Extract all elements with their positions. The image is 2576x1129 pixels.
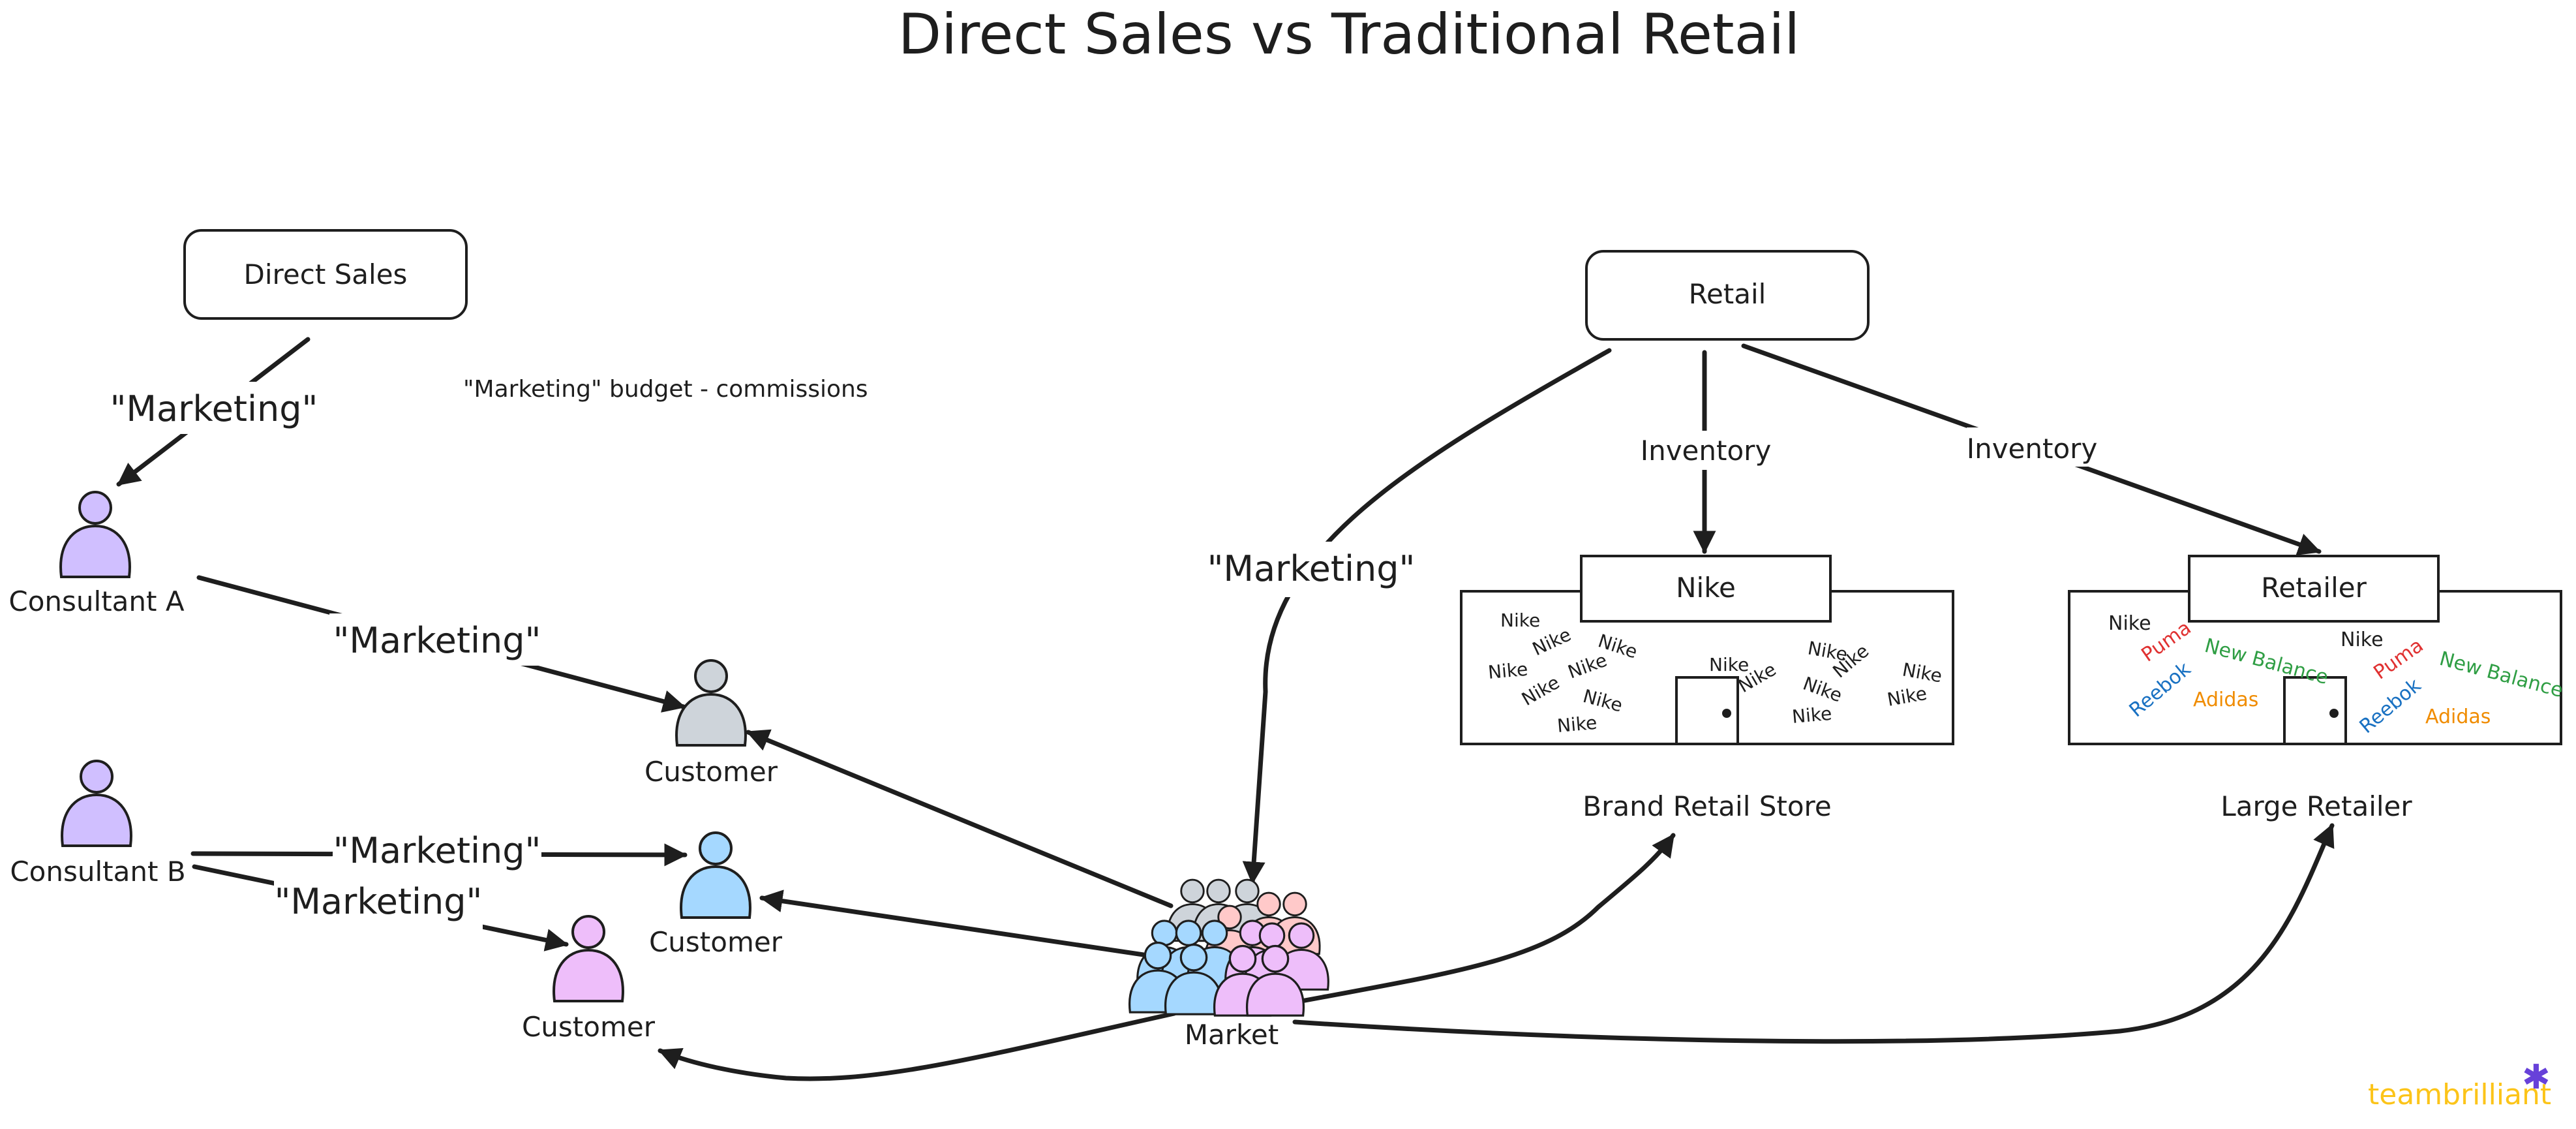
customer-pink: Customer: [522, 915, 656, 1043]
large-retailer-caption: Large Retailer: [2220, 790, 2412, 822]
svg-text:"Marketing": "Marketing": [333, 830, 541, 871]
teambrilliant-logo: teambrilliant ✱: [2368, 1058, 2551, 1111]
direct-sales-box: [183, 229, 468, 320]
consultant-b: Consultant B: [10, 760, 186, 888]
customer-pink-person-icon: [553, 915, 624, 1002]
market-node: Market: [1128, 878, 1329, 1051]
consultant-a-label: Consultant A: [8, 585, 184, 617]
diagram-title: Direct Sales vs Traditional Retail: [898, 2, 1800, 67]
logo-text: teambrilliant: [2368, 1078, 2551, 1111]
nike-stock-item: Nike: [1556, 712, 1598, 737]
svg-text:"Marketing": "Marketing": [110, 388, 318, 429]
large-retailer-sign: [2188, 555, 2440, 623]
customer-gray: Customer: [644, 659, 778, 788]
svg-text:Inventory: Inventory: [1641, 435, 1772, 467]
edges: [116, 337, 2335, 1081]
retail-node: Retail: [1585, 250, 1870, 341]
brand-store-sign-label: Nike: [1676, 572, 1736, 604]
consultant-b-person-icon: [61, 760, 132, 847]
inventory-label-retailer: Inventory: [1967, 427, 2098, 467]
direct-sales-label: Direct Sales: [244, 258, 408, 290]
consultant-a: Consultant A: [8, 491, 185, 617]
market-label: Market: [1185, 1019, 1279, 1051]
svg-text:"Marketing": "Marketing": [333, 620, 541, 661]
customer-gray-label: Customer: [644, 756, 778, 788]
retail-box: [1585, 250, 1870, 341]
nike-stock-item: Nike: [1500, 610, 1540, 631]
svg-text:Inventory: Inventory: [1967, 433, 2098, 465]
large-retailer-door: [2283, 676, 2347, 745]
edge-market-to-customer-pink: [658, 1011, 1177, 1081]
customer-pink-label: Customer: [522, 1011, 656, 1043]
marketing-label-consultant-b-2: "Marketing": [274, 881, 483, 933]
retail-label: Retail: [1689, 278, 1766, 310]
customer-gray-person-icon: [675, 659, 747, 747]
edge-market-to-brand-store: [1296, 833, 1676, 1004]
retailer-stock-adidas: Adidas: [2425, 705, 2491, 728]
edge-market-to-customer-blue: [759, 889, 1146, 957]
brand-store-caption: Brand Retail Store: [1583, 790, 1832, 822]
marketing-label-consultant-b-1: "Marketing": [333, 829, 541, 874]
nike-stock-item: Nike: [1487, 658, 1529, 683]
nike-stock-item: Nike: [1791, 703, 1833, 728]
edge-retail-to-market: [1242, 348, 1612, 885]
consultant-a-person-icon: [59, 491, 131, 578]
direct-sales-node: Direct Sales: [183, 229, 468, 320]
inventory-label-nike: Inventory: [1641, 431, 1772, 470]
nike-stock-item: Nike: [1709, 654, 1749, 675]
marketing-label-consultant-a: "Marketing": [329, 613, 545, 666]
edge-market-to-customer-gray: [746, 729, 1174, 908]
marketing-label-retail: "Marketing": [1207, 542, 1416, 597]
marketing-label-direct: "Marketing": [108, 382, 323, 434]
customer-blue-label: Customer: [649, 926, 783, 958]
consultant-b-label: Consultant B: [10, 856, 185, 888]
logo-star-icon: ✱: [2522, 1058, 2551, 1097]
brand-store-sign: [1580, 555, 1832, 623]
edge-market-to-large-retailer: [1292, 823, 2335, 1044]
retailer-stock-nike: Nike: [2108, 612, 2151, 635]
budget-note: "Marketing" budget - commissions: [463, 376, 868, 403]
svg-text:"Marketing": "Marketing": [1207, 548, 1416, 589]
retailer-stock-adidas: Adidas: [2193, 688, 2258, 711]
brand-store-door-knob: [1722, 709, 1731, 718]
large-retailer-sign-label: Retailer: [2261, 572, 2367, 604]
customer-blue: Customer: [649, 831, 783, 958]
large-retailer-door-knob: [2329, 709, 2339, 718]
svg-text:"Marketing": "Marketing": [275, 881, 483, 922]
customer-blue-person-icon: [680, 831, 751, 919]
retailer-stock-nike: Nike: [2341, 628, 2384, 651]
